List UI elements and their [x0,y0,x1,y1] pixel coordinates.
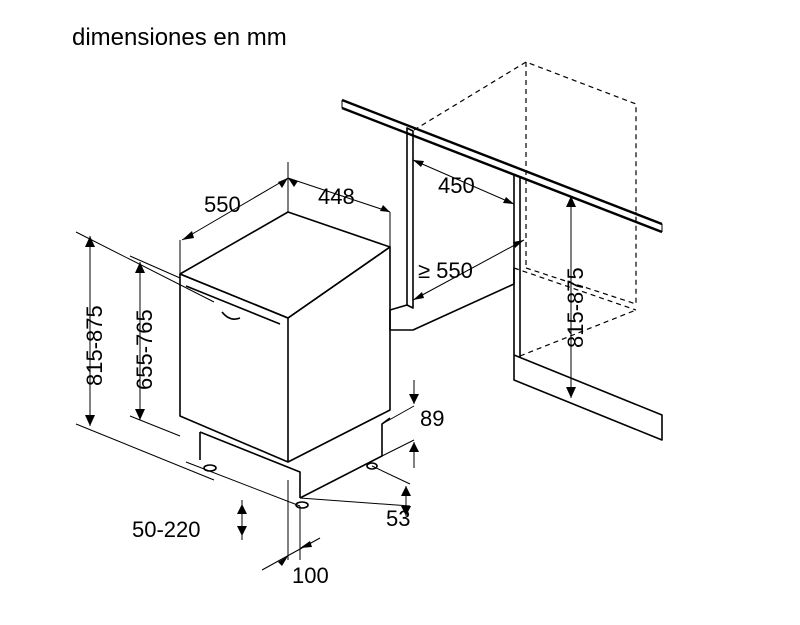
label-plinth-recess: 53 [386,506,410,531]
label-niche-height: 815-875 [563,267,588,348]
label-plinth-offset: 50-220 [132,517,201,542]
label-niche-width: 450 [438,173,475,198]
dishwasher-body [179,211,391,499]
diagram-title: dimensiones en mm [72,24,287,51]
niche-outline [341,61,663,441]
label-total-height: 815-875 [82,305,107,386]
dimension-arrows [85,160,576,566]
door-handle [221,311,241,320]
label-plinth-height: 89 [420,406,444,431]
label-door-height: 655-765 [132,309,157,390]
label-niche-depth: ≥ 550 [418,258,473,283]
label-appliance-width: 448 [318,184,355,209]
label-appliance-depth: 550 [204,192,241,217]
label-foot-offset: 100 [292,563,329,588]
